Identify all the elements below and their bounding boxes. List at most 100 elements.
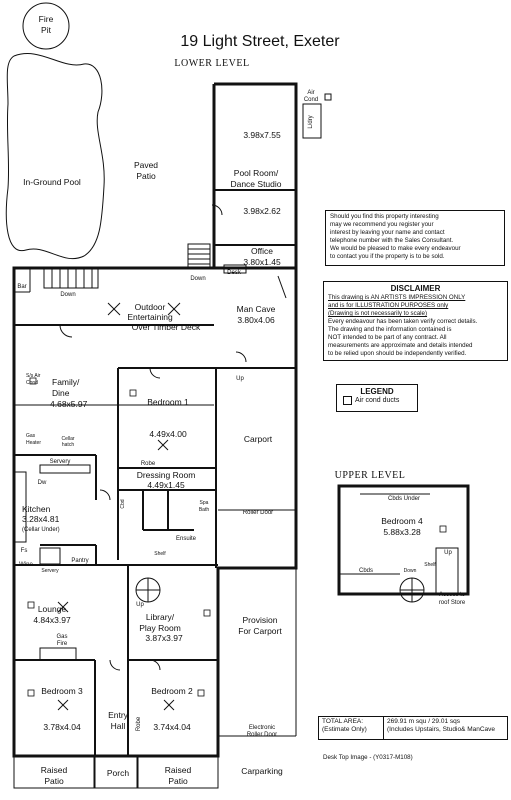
pool-room-label-2: Dance Studio (230, 179, 281, 189)
disclaimer-line: The drawing and the information containe… (328, 326, 452, 333)
provision-label-1: Provision (243, 615, 278, 625)
access-label-2: roof Store (439, 600, 466, 606)
outdoor-label-3: Over Timber Deck (132, 322, 201, 332)
ceiling-fan-icon (107, 302, 121, 316)
gas-fire-label-2: Fire (57, 641, 68, 647)
pool-room-outline (214, 82, 298, 268)
up-label: Up (236, 376, 244, 382)
raised-patio-left-2: Patio (44, 776, 64, 786)
servery-label: Servery (50, 459, 71, 465)
air-cond-duct-icon (197, 689, 205, 697)
cbd-label: Cbd (120, 499, 126, 508)
fire-pit-label-1: Fire (39, 14, 54, 24)
air-cond-duct-icon (203, 609, 211, 617)
kitchen-note: (Cellar Under) (22, 527, 60, 533)
shelf-label: Shelf (154, 551, 166, 557)
kitchen-dims: 3.28x4.81 (22, 514, 60, 524)
legend-title: LEGEND (360, 387, 394, 396)
lounge-label: Lounge (38, 604, 67, 614)
ceiling-fan-icon (167, 302, 181, 316)
raised-patio-left-1: Raised (41, 765, 68, 775)
ceiling-fan-icon (157, 439, 169, 451)
fire-pit (22, 2, 70, 50)
ceiling-fan-icon (57, 601, 69, 613)
disclaimer-box: DISCLAIMER This drawing is AN ARTISTS IM… (323, 281, 508, 361)
info-box-line: telephone number with the Sales Consulta… (330, 237, 454, 244)
carport-label: Carport (244, 434, 273, 444)
pool-room-dims-2: 3.98x2.62 (243, 206, 281, 216)
disclaimer-line: Every endeavour has been taken verify co… (328, 318, 478, 325)
electronic-door-label-1: Electronic (249, 725, 275, 731)
total-area-label: TOTAL AREA: (322, 718, 364, 725)
info-box-line: Should you find this property interestin… (330, 213, 439, 220)
cbds-label: Cbds (359, 568, 373, 574)
dressing-room-dims: 4.49x1.45 (147, 480, 185, 490)
total-area-box: TOTAL AREA: (Estimate Only) 269.91 m squ… (318, 716, 508, 740)
family-dims: 4.68x5.97 (50, 399, 88, 409)
air-cond-duct-icon (129, 389, 137, 397)
pool-room-label-1: Pool Room/ (234, 168, 279, 178)
split-air-label-2: Cond (26, 380, 38, 386)
pool-room-dims: 3.98x7.55 (243, 130, 281, 140)
cbds-under-label: Cbds Under (388, 496, 420, 502)
air-cond-duct-icon (439, 525, 447, 533)
stair-up-label: Up (136, 602, 144, 608)
upper-level-label: UPPER LEVEL (335, 470, 406, 481)
porch-label: Porch (107, 768, 129, 778)
split-air-label-1: S/s Air (26, 373, 41, 379)
air-cond-label-1: Air (307, 90, 314, 96)
dressing-room-label: Dressing Room (137, 470, 196, 480)
ceiling-fan-icon (163, 699, 175, 711)
info-box-line: interest by leaving your name and contac… (330, 229, 445, 236)
gas-heater-label-2: Heater (26, 440, 41, 446)
total-area-includes: (Includes Upstairs, Studio& ManCave (387, 726, 496, 733)
library-dims: 3.87x3.97 (145, 633, 183, 643)
office-dims: 3.80x1.45 (243, 257, 281, 267)
entry-hall-label-2: Hall (111, 721, 126, 731)
air-cond-duct-icon (343, 396, 352, 405)
disclaimer-line: This drawing is AN ARTISTS IMPRESSION ON… (328, 294, 466, 301)
gas-heater-label-1: Gas (26, 433, 36, 439)
provision-label-2: For Carport (238, 626, 282, 636)
robe-label-2: Robe (136, 716, 142, 731)
library-label-2: Play Room (139, 623, 181, 633)
paved-patio-label-1: Paved (134, 160, 158, 170)
library-label-1: Library/ (146, 612, 175, 622)
pantry-label: Pantry (71, 558, 88, 564)
fridge-space-label: Fs (21, 548, 28, 554)
total-area-note: (Estimate Only) (322, 726, 367, 733)
office-label: Office (251, 246, 273, 256)
disclaimer-line: and is for ILLUSTRATION PURPOSES only (328, 302, 449, 309)
upper-level-outline (337, 484, 470, 596)
bedroom2-label: Bedroom 2 (151, 686, 193, 696)
kitchen-label: Kitchen (22, 504, 51, 514)
air-cond-duct-icon (27, 689, 35, 697)
spa-bath-label-2: Bath (199, 507, 210, 513)
family-label-2: Dine (52, 388, 70, 398)
cellar-hatch-label-1: Cellar (61, 436, 74, 442)
outdoor-label-2: Entertaining (127, 312, 173, 322)
desk-label: Desk (227, 270, 242, 276)
down-label: Down (190, 276, 205, 282)
total-area-value: 269.91 m squ / 29.01 sqs (387, 718, 460, 725)
pool-label: In-Ground Pool (23, 177, 81, 187)
bedroom2-dims: 3.74x4.04 (153, 722, 191, 732)
wine-label: Wine (19, 562, 33, 568)
bedroom1-dims: 4.49x4.00 (149, 429, 187, 439)
bedroom3-dims: 3.78x4.04 (43, 722, 81, 732)
bedroom4-dims: 5.88x3.28 (383, 527, 421, 537)
disclaimer-line: to be relied upon should be independentl… (328, 350, 467, 357)
info-box: Should you find this property interestin… (325, 210, 505, 266)
legend-item: Air cond ducts (355, 397, 400, 404)
ensuite-label: Ensuite (176, 536, 197, 542)
robe-label: Robe (141, 461, 156, 467)
air-cond-label-2: Cond (304, 97, 318, 103)
family-label-1: Family/ (52, 377, 80, 387)
cellar-hatch-label-2: hatch (62, 442, 74, 448)
upper-up-label: Up (444, 550, 452, 556)
air-cond-duct-icon (27, 601, 35, 609)
man-cave-label: Man Cave (237, 304, 276, 314)
info-box-line: to contact you if the property is to be … (330, 253, 445, 260)
carparking-label: Carparking (241, 766, 283, 776)
ceiling-fan-icon (57, 699, 69, 711)
